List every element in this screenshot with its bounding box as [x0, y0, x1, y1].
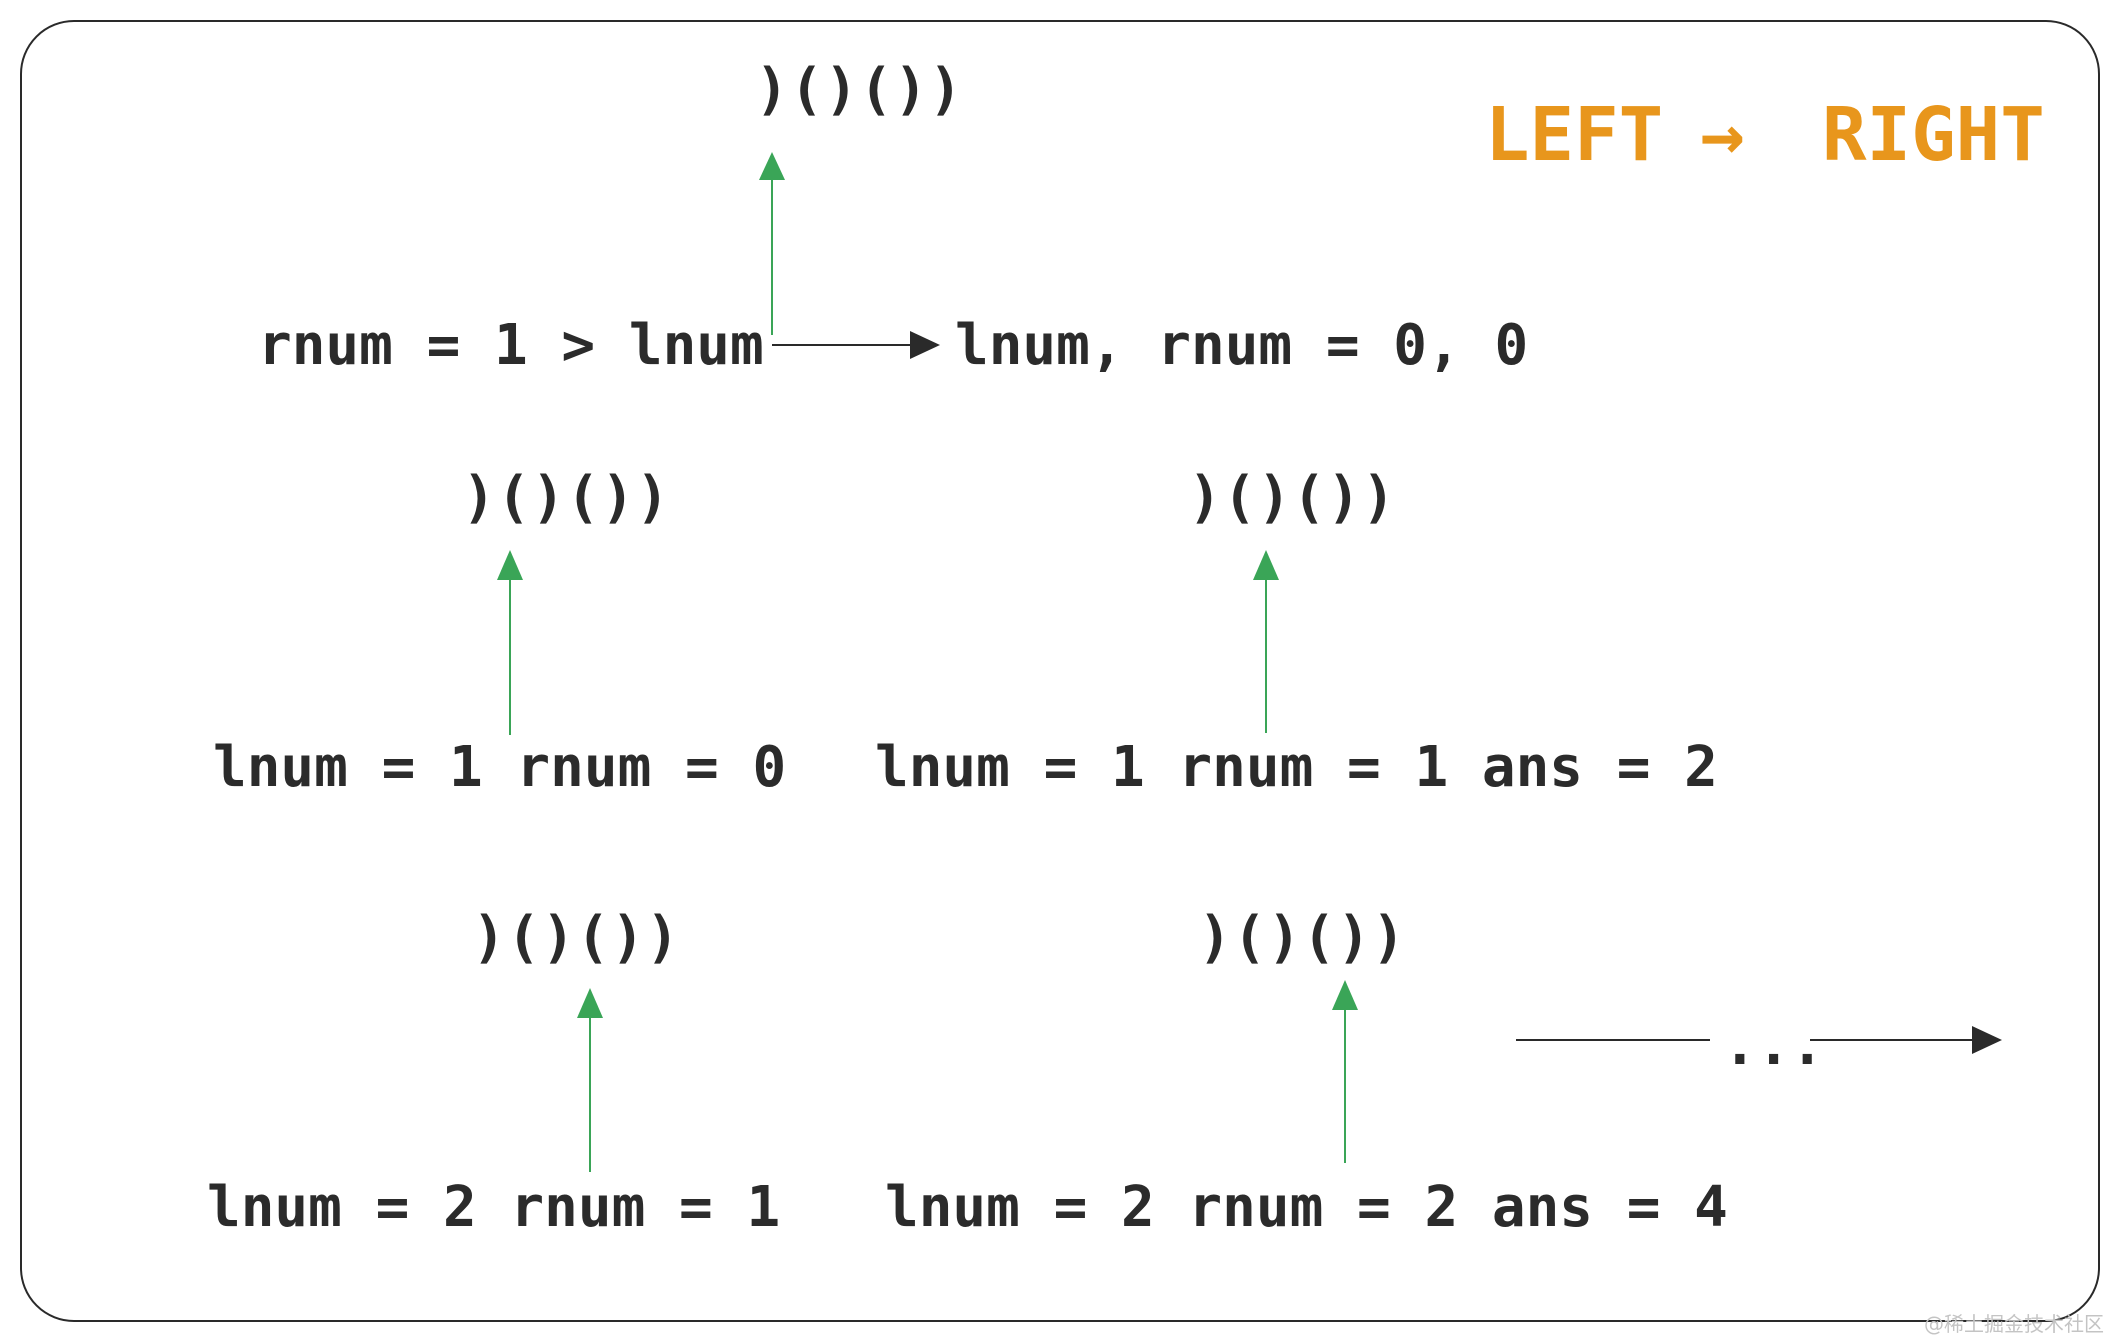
continuation-ellipsis: ...	[1723, 1013, 1825, 1078]
reset-flow-arrowhead	[910, 331, 940, 359]
pointer-arrowhead-2	[497, 550, 523, 580]
pointer-arrowhead-5	[1332, 980, 1358, 1010]
direction-left-label: LEFT	[1485, 92, 1664, 178]
diagram-frame	[20, 20, 2100, 1322]
pointer-arrowhead-3	[1253, 550, 1279, 580]
reset-expression: lnum, rnum = 0, 0	[955, 313, 1529, 378]
bracket-string-step-2: )()())	[462, 465, 671, 530]
continuation-arrowhead	[1972, 1026, 2002, 1054]
counter-expression-step-4: lnum = 2 rnum = 1	[207, 1175, 781, 1240]
counter-expression-step-3: lnum = 1 rnum = 1 ans = 2	[875, 735, 1718, 800]
pointer-arrowhead-1	[759, 152, 785, 180]
bracket-string-step-4: )()())	[472, 905, 681, 970]
bracket-string-step-1: )()())	[755, 57, 964, 122]
pointer-arrowhead-4	[577, 988, 603, 1018]
counter-expression-step-5: lnum = 2 rnum = 2 ans = 4	[885, 1175, 1728, 1240]
bracket-string-step-3: )()())	[1188, 465, 1397, 530]
condition-expression: rnum = 1 > lnum	[258, 313, 764, 378]
counter-expression-step-2: lnum = 1 rnum = 0	[213, 735, 787, 800]
bracket-string-step-5: )()())	[1198, 905, 1407, 970]
direction-right-label: RIGHT	[1822, 92, 2045, 178]
direction-arrow-icon: →	[1700, 92, 1745, 178]
watermark: @稀土掘金技术社区	[1924, 1312, 2104, 1336]
